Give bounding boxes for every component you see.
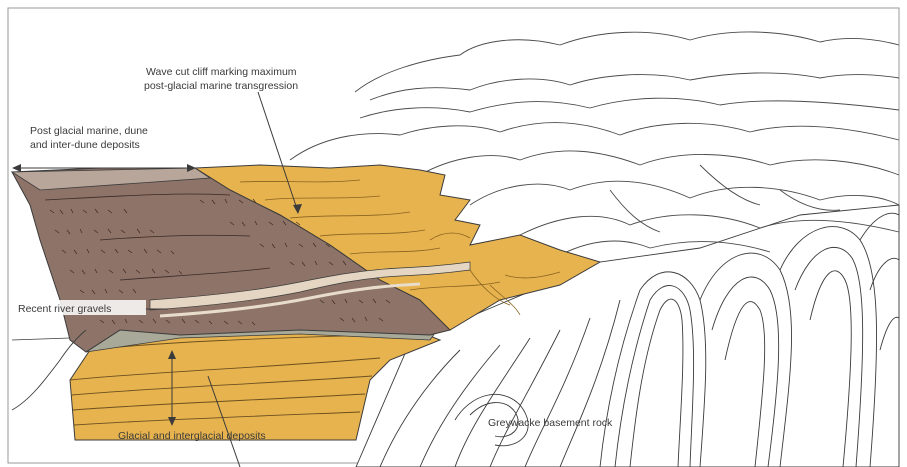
label-post-glacial-line1: Post glacial marine, dune — [30, 125, 148, 137]
arrowhead-post-glacial-left — [12, 164, 21, 172]
label-glacial: Glacial and interglacial deposits — [118, 430, 266, 442]
label-greywacke: Greywacke basement rock — [488, 417, 613, 429]
left-ground-line — [12, 338, 70, 340]
label-river-gravels: Recent river gravels — [18, 303, 111, 315]
label-post-glacial-line2: and inter-dune deposits — [30, 139, 140, 151]
label-wave-cut-line1: Wave cut cliff marking maximum — [146, 66, 297, 78]
label-wave-cut-line2: post-glacial marine transgression — [144, 80, 298, 92]
